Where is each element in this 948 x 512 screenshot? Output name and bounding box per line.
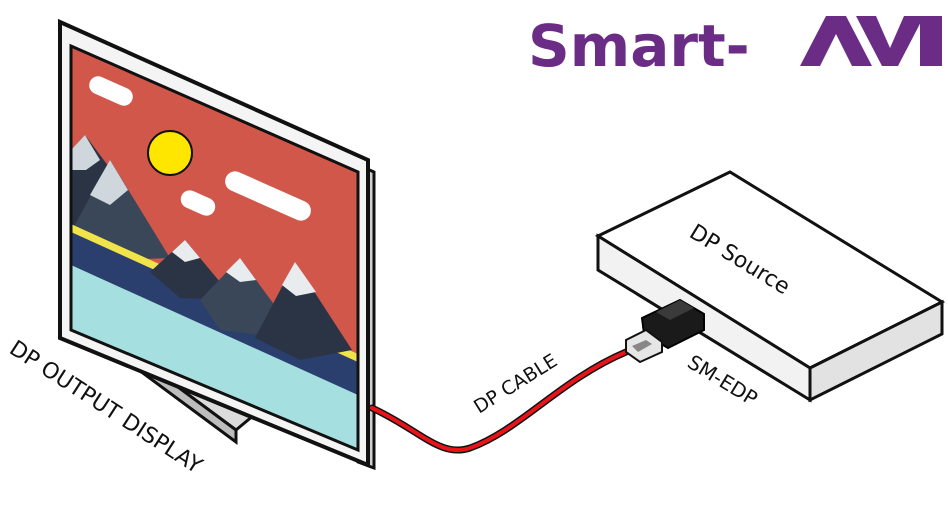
brand-avi-mark [800,16,942,66]
mountain [150,240,235,300]
sm-edp-adapter [625,298,705,364]
cable-label: DP CABLE [470,350,561,418]
display-screen [71,46,358,450]
cloud [180,190,216,216]
source-side [808,299,944,403]
mountain-snow [90,160,128,205]
dp-cable [370,350,628,452]
mountain-snow [71,135,100,170]
cloud [89,76,133,106]
sun [147,130,193,176]
cloud [225,171,311,221]
screen-border [69,43,360,453]
mountain [255,262,352,360]
adapter-highlight [656,300,694,320]
dp-connector-pins [632,340,652,352]
brand-logo: Smart- [528,12,942,80]
mountain-snow [282,262,316,296]
brand-name: Smart- [528,12,750,80]
output-display [58,18,376,471]
mountain-snow [226,258,256,282]
mountain-snow [172,240,200,262]
